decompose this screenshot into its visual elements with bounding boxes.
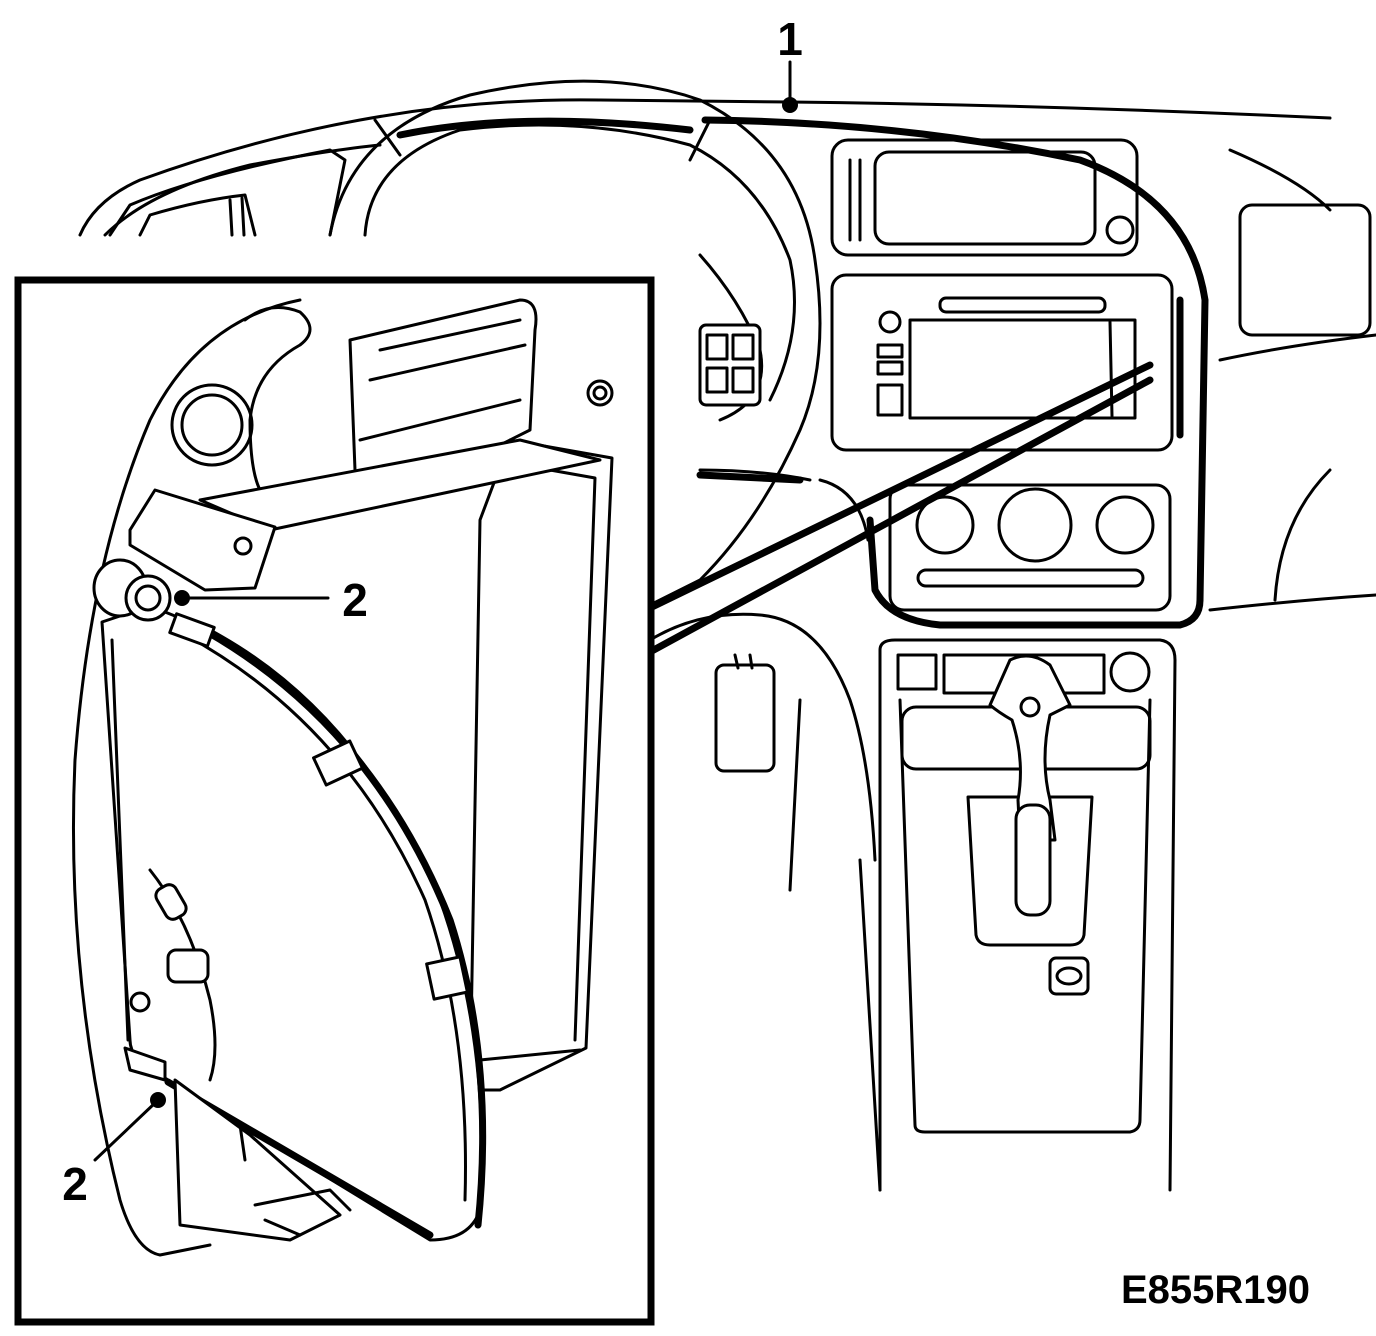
steering-wheel-inner (363, 123, 796, 402)
instrument-hood (108, 148, 347, 237)
cluster-housing-box (468, 438, 614, 1092)
radio-knob (878, 310, 902, 334)
console-inner-outline (898, 698, 1152, 1134)
console-switch-2 (1109, 651, 1151, 693)
steering-wheel-outer (328, 79, 822, 607)
centre-vent (873, 150, 1097, 246)
instrument-cluster-rim (191, 621, 487, 1229)
cluster-tab (168, 612, 216, 648)
cluster-housing-inner (478, 468, 597, 1062)
callout-1-label: 1 (777, 13, 803, 65)
bracket-hole (233, 536, 253, 556)
inset-dash-shell (71, 298, 302, 1257)
pivot-screw-inner (134, 584, 162, 612)
detail-inset (14, 276, 655, 1326)
callout-1-dot (782, 97, 798, 113)
steering-switch-4 (731, 366, 755, 394)
inset-dash-contour (243, 306, 312, 492)
wheel-lower-shade (696, 471, 804, 484)
inset-screw-hole (586, 379, 614, 407)
vent-slot (848, 158, 862, 242)
glovebox-edge (1273, 468, 1332, 602)
callout-1: 1 (777, 13, 803, 113)
console-outline (878, 638, 1177, 1192)
lower-bracket (173, 1078, 342, 1242)
lower-bracket-detail (238, 1123, 352, 1237)
gear-lever-handle (988, 654, 1072, 842)
callout-2-lower-dot (150, 1092, 166, 1108)
radio-button-1 (876, 343, 904, 359)
dash-upper-contour (103, 143, 382, 237)
wheel-spoke-left (373, 118, 402, 157)
cluster-plug (154, 883, 188, 921)
dash-top-edge (78, 98, 1332, 237)
steering-wheel-rim-shade (396, 117, 694, 139)
cluster-clip-1 (312, 739, 364, 787)
inset-leader-lower (646, 376, 1154, 656)
callout-2-lower: 2 (62, 1092, 166, 1210)
radio-cd-slot (938, 296, 1107, 314)
centre-vent-surround (830, 138, 1139, 257)
cluster-connector (166, 948, 210, 984)
steering-switch-1 (705, 333, 729, 361)
climate-knob-right (1095, 495, 1155, 555)
inset-screw-hole-inner (592, 385, 608, 401)
radio-button-3 (876, 383, 904, 417)
inset-bracket (128, 488, 277, 592)
pivot-screw-outer (124, 574, 172, 622)
dashboard-scene (78, 79, 1376, 1192)
figure-id: E855R190 (1121, 1268, 1310, 1312)
cluster-clip-2 (425, 955, 469, 1001)
instrument-hood-inner (138, 193, 257, 237)
vent-knob (1105, 215, 1135, 245)
climate-knob-centre (997, 487, 1073, 563)
console-socket-inner (1055, 966, 1083, 986)
climate-knob-left (915, 495, 975, 555)
climate-strip (916, 568, 1145, 588)
steering-switch-pad (698, 323, 762, 407)
dash-right-contour (1208, 148, 1376, 612)
climate-panel (888, 483, 1172, 612)
console-switch-1 (896, 653, 938, 691)
cluster-mount-hole (129, 991, 151, 1013)
steering-switch-2 (731, 333, 755, 361)
gear-lever-button (1019, 696, 1041, 718)
wheel-spoke-right (688, 118, 712, 162)
inset-speaker-inner (180, 393, 244, 457)
inset-leader-upper (646, 361, 1154, 612)
radio-surround (830, 273, 1174, 452)
cluster-housing-lines (358, 318, 527, 442)
centre-stack-edge (866, 516, 1204, 629)
inset-speaker-outer (170, 383, 254, 467)
instrument-cluster-face (110, 630, 467, 1202)
callout-2-upper: 2 (174, 574, 368, 626)
callout-2-upper-label: 2 (342, 574, 368, 626)
gear-lever-shaft (1014, 803, 1052, 917)
console-socket (1048, 956, 1090, 996)
callout-2-lower-label: 2 (62, 1158, 88, 1210)
dash-panel-seam (701, 116, 1209, 604)
pedal (714, 663, 776, 773)
callout-2-upper-dot (174, 590, 190, 606)
radio-button-2 (876, 360, 904, 376)
pedal-arm (733, 653, 754, 670)
hood-slot (228, 196, 246, 237)
lower-mount (123, 1046, 167, 1082)
callout-2-lower-leader (93, 1101, 157, 1162)
steering-switch-3 (705, 366, 729, 394)
passenger-vent (1238, 203, 1372, 337)
tunnel-contour (788, 698, 882, 1192)
